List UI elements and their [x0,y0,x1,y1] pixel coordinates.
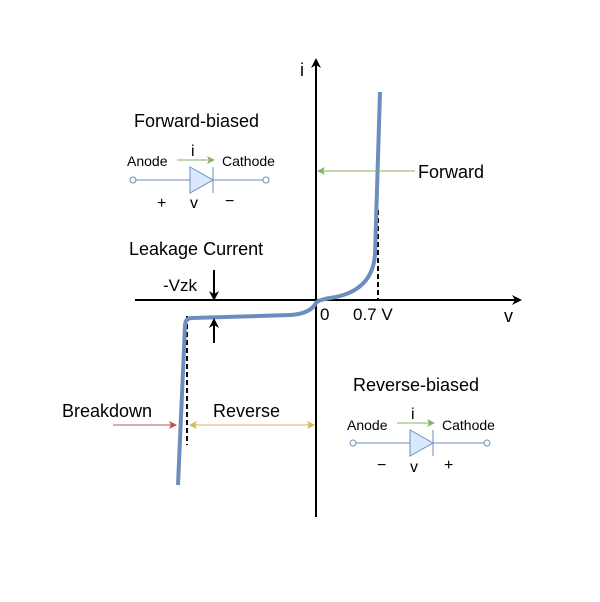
plus-sign: + [444,457,453,474]
cathode-label: Cathode [222,153,275,169]
anode-label: Anode [347,417,388,433]
diode-symbol-icon [189,166,215,194]
forward-biased-title: Forward-biased [134,111,259,131]
diode-symbol-icon [409,429,435,457]
iv-curve [176,91,382,486]
voltage-label: v [410,459,418,476]
knee-voltage-label: 0.7 V [353,305,393,324]
x-axis-label: v [504,306,513,326]
anode-label: Anode [127,153,168,169]
leakage-current-label: Leakage Current [129,239,263,259]
current-label: i [191,143,195,160]
minus-sign: − [225,193,234,210]
forward-biased-diode: Forward-biased i Anode Cathode + v − [127,111,275,212]
reverse-label: Reverse [213,401,280,421]
voltage-label: v [190,195,198,212]
breakdown-label: Breakdown [62,401,152,421]
reverse-biased-diode: Reverse-biased i Anode Cathode − v + [347,375,495,476]
minus-sign: − [377,457,386,474]
current-label: i [411,406,415,423]
zener-voltage-label: -Vzk [163,276,198,295]
plus-sign: + [157,195,166,212]
reverse-biased-title: Reverse-biased [353,375,479,395]
cathode-label: Cathode [442,417,495,433]
forward-label: Forward [418,162,484,182]
origin-label: 0 [320,305,329,324]
y-axis-label: i [300,60,304,80]
